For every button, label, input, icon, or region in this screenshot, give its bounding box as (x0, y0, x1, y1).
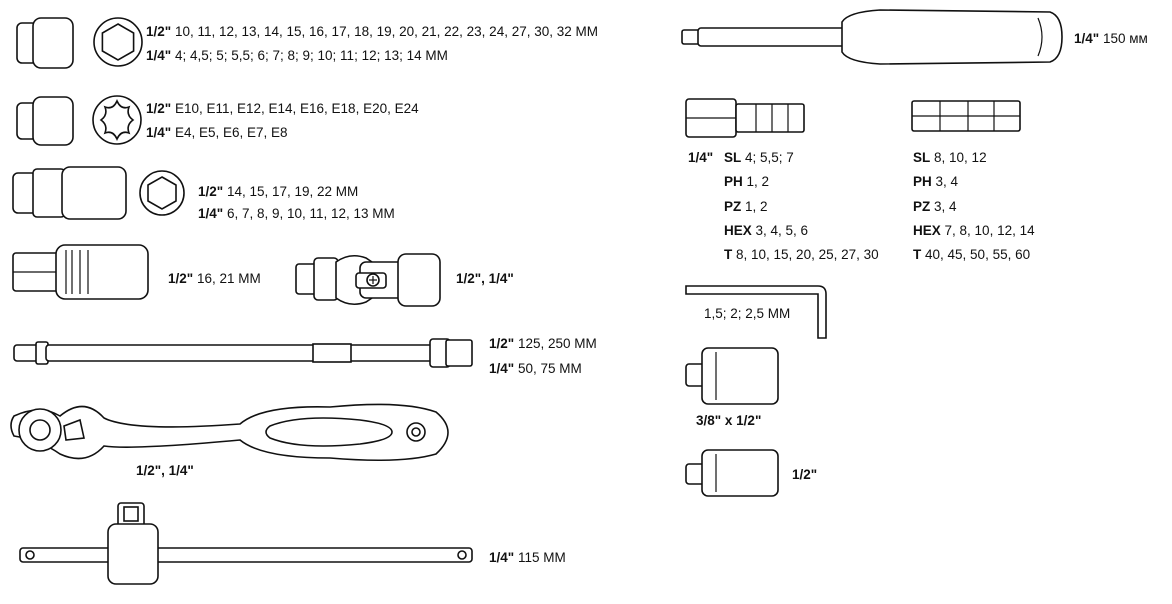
size-values: 150 мм (1102, 31, 1148, 46)
bits-long-row: PH 3, 4 (913, 174, 959, 189)
extension-bar-half-label: 1/2" 125, 250 MM (489, 336, 597, 352)
hex-socket-quarter-label: 1/4" 4; 4,5; 5; 5,5; 6; 7; 8; 9; 10; 11;… (146, 48, 448, 64)
size-label: 1/2" (489, 336, 515, 351)
deep-socket-half-label: 1/2" 14, 15, 17, 19, 22 MM (198, 184, 358, 200)
ratchet-icon (10, 403, 449, 462)
size-label: 1/4" (146, 125, 172, 140)
bits-short-row: SL 4; 5,5; 7 (724, 150, 794, 165)
hexagon-profile-small-icon (139, 170, 185, 216)
size-values: 16, 21 MM (196, 271, 261, 286)
size-label: 1/4" (489, 550, 515, 565)
bits-long-row: HEX 7, 8, 10, 12, 14 (913, 223, 1035, 238)
hex-socket-half-label: 1/2" 10, 11, 12, 13, 14, 15, 16, 17, 18,… (146, 24, 598, 40)
torx-socket-quarter-label: 1/4" E4, E5, E6, E7, E8 (146, 125, 288, 141)
size-label: 1/2" (146, 101, 172, 116)
torx-socket-icon (16, 96, 74, 146)
ratchet-label: 1/2", 1/4" (136, 463, 194, 478)
bits-short-row: HEX 3, 4, 5, 6 (724, 223, 809, 238)
size-label: 1/4" (489, 361, 515, 376)
size-label: 1/2" (146, 24, 172, 39)
deep-socket-icon (12, 166, 127, 220)
extension-bar-icon (13, 338, 473, 368)
bits-short-row: PZ 1, 2 (724, 199, 768, 214)
screwdriver-icon (681, 9, 1063, 65)
size-values: 4; 4,5; 5; 5,5; 6; 7; 8; 9; 10; 11; 12; … (174, 48, 448, 63)
size-values: E4, E5, E6, E7, E8 (174, 125, 288, 140)
size-values: 115 MM (517, 550, 566, 565)
hex-socket-icon (16, 17, 74, 69)
extension-bar-quarter-label: 1/4" 50, 75 MM (489, 361, 582, 377)
bits-long-row: PZ 3, 4 (913, 199, 957, 214)
bits-short-row: T 8, 10, 15, 20, 25, 27, 30 (724, 247, 879, 262)
universal-joint-label: 1/2", 1/4" (456, 271, 514, 286)
bits-long-row: SL 8, 10, 12 (913, 150, 987, 165)
bit-socket-icon (12, 244, 149, 300)
size-values: 6, 7, 8, 9, 10, 11, 12, 13 MM (226, 206, 395, 221)
adapter-icon (685, 347, 779, 405)
size-values: 10, 11, 12, 13, 14, 15, 16, 17, 18, 19, … (174, 24, 598, 39)
t-bar-icon (19, 502, 473, 585)
size-values: E10, E11, E12, E14, E16, E18, E20, E24 (174, 101, 419, 116)
long-bit-icon (911, 100, 1021, 132)
size-values: 125, 250 MM (517, 336, 597, 351)
torx-profile-icon (92, 95, 142, 145)
torx-socket-half-label: 1/2" E10, E11, E12, E14, E16, E18, E20, … (146, 101, 419, 117)
bits-long-row: T 40, 45, 50, 55, 60 (913, 247, 1031, 262)
hex-key-icon (685, 285, 827, 339)
adapter-small-label: 1/2" (792, 467, 818, 482)
deep-socket-quarter-label: 1/4" 6, 7, 8, 9, 10, 11, 12, 13 MM (198, 206, 395, 222)
t-bar-label: 1/4" 115 MM (489, 550, 566, 566)
adapter-small-icon (685, 449, 779, 497)
size-values: 50, 75 MM (517, 361, 582, 376)
size-label: 1/4" (1074, 31, 1100, 46)
size-label: 1/2" (198, 184, 224, 199)
size-label: 1/4" (146, 48, 172, 63)
bits-short-size: 1/4" (688, 150, 714, 165)
size-label: 1/4" (198, 206, 224, 221)
hexagon-profile-icon (93, 17, 143, 67)
adapter-label: 3/8" x 1/2" (696, 413, 762, 428)
bit-socket-label: 1/2" 16, 21 MM (168, 271, 261, 287)
size-values: 14, 15, 17, 19, 22 MM (226, 184, 359, 199)
size-label: 1/2" (168, 271, 194, 286)
bits-short-row: PH 1, 2 (724, 174, 770, 189)
screwdriver-label: 1/4" 150 мм (1074, 31, 1148, 47)
hex-key-label: 1,5; 2; 2,5 MM (704, 306, 791, 321)
short-bit-icon (685, 98, 805, 138)
universal-joint-icon (295, 253, 441, 307)
